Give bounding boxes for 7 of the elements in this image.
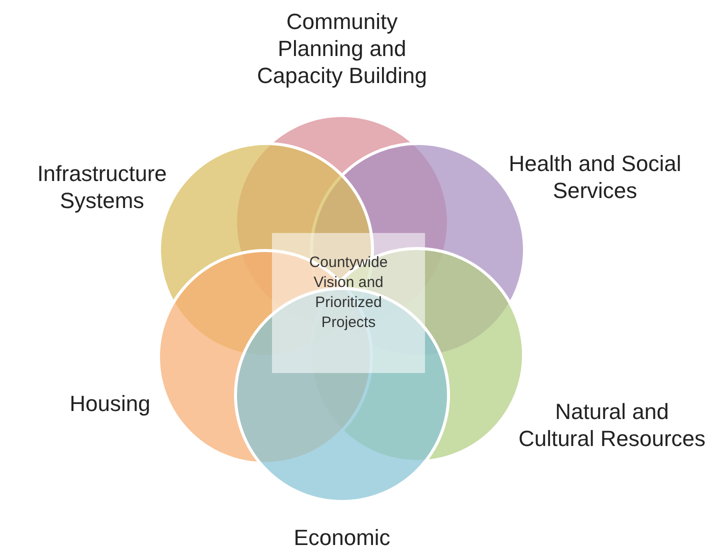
circle-label: Housing (68, 390, 152, 417)
center-text: Countywide Vision and Prioritized Projects (308, 253, 389, 333)
circle-label: Health and Social Services (508, 150, 682, 204)
circle-label: Economic (292, 524, 392, 551)
circle-label: Infrastructure Systems (36, 160, 168, 214)
circle-label: Natural and Cultural Resources (518, 398, 706, 452)
circle-label: Community Planning and Capacity Building (256, 8, 428, 89)
